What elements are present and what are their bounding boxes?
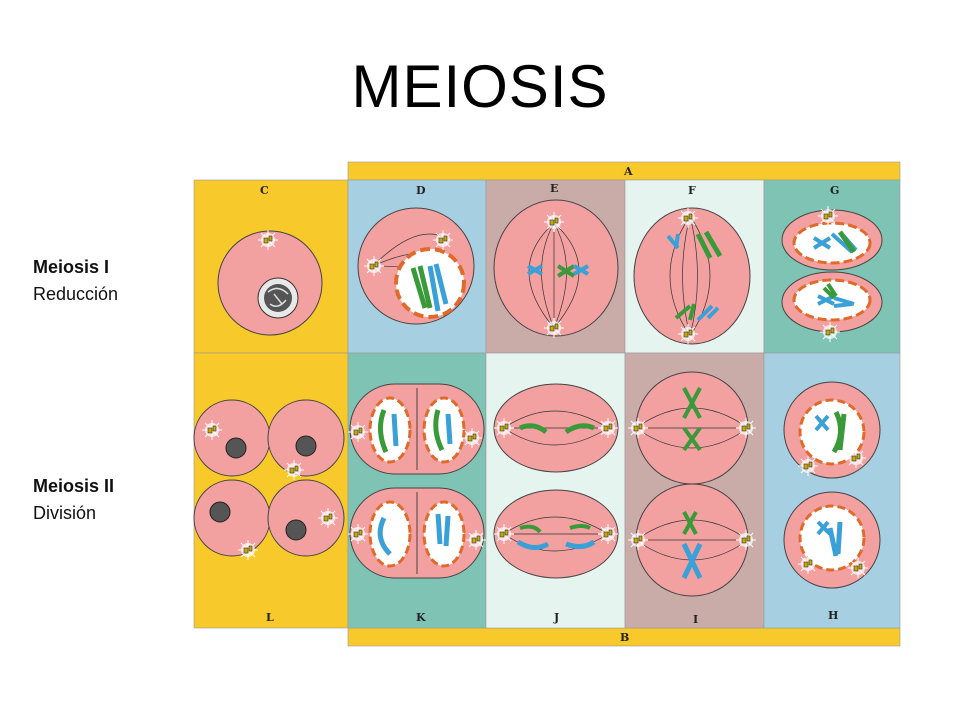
label-F: F — [688, 184, 696, 197]
label-H: H — [828, 609, 838, 622]
cell-E — [493, 199, 619, 339]
meiosis-1-label: Meiosis I Reducción — [33, 254, 118, 308]
meiosis-2-name: Meiosis II — [33, 476, 115, 496]
cell-J — [493, 383, 619, 579]
cell-I — [627, 371, 757, 597]
label-L: L — [266, 611, 274, 624]
meiosis-2-label: Meiosis II División — [33, 473, 114, 527]
meiosis-stages-diagram: A B C D E F G L K J I H — [168, 148, 914, 652]
label-A: A — [623, 165, 633, 178]
label-D: D — [416, 184, 426, 197]
label-K: K — [416, 611, 426, 624]
label-G: G — [830, 184, 839, 197]
cell-K — [347, 383, 487, 579]
label-I: I — [693, 613, 698, 626]
label-C: C — [260, 184, 269, 197]
cell-C — [217, 229, 323, 336]
label-B: B — [620, 631, 629, 644]
page-title: MEIOSIS — [351, 53, 609, 120]
cell-F — [633, 207, 751, 345]
label-E: E — [550, 182, 558, 195]
cell-G — [781, 205, 883, 343]
cell-L — [193, 399, 345, 561]
meiosis-2-subtitle: División — [33, 503, 97, 523]
cell-H — [783, 381, 881, 589]
meiosis-1-subtitle: Reducción — [33, 284, 119, 304]
cell-D — [357, 207, 475, 325]
label-J: J — [553, 611, 559, 624]
meiosis-1-name: Meiosis I — [33, 257, 110, 277]
